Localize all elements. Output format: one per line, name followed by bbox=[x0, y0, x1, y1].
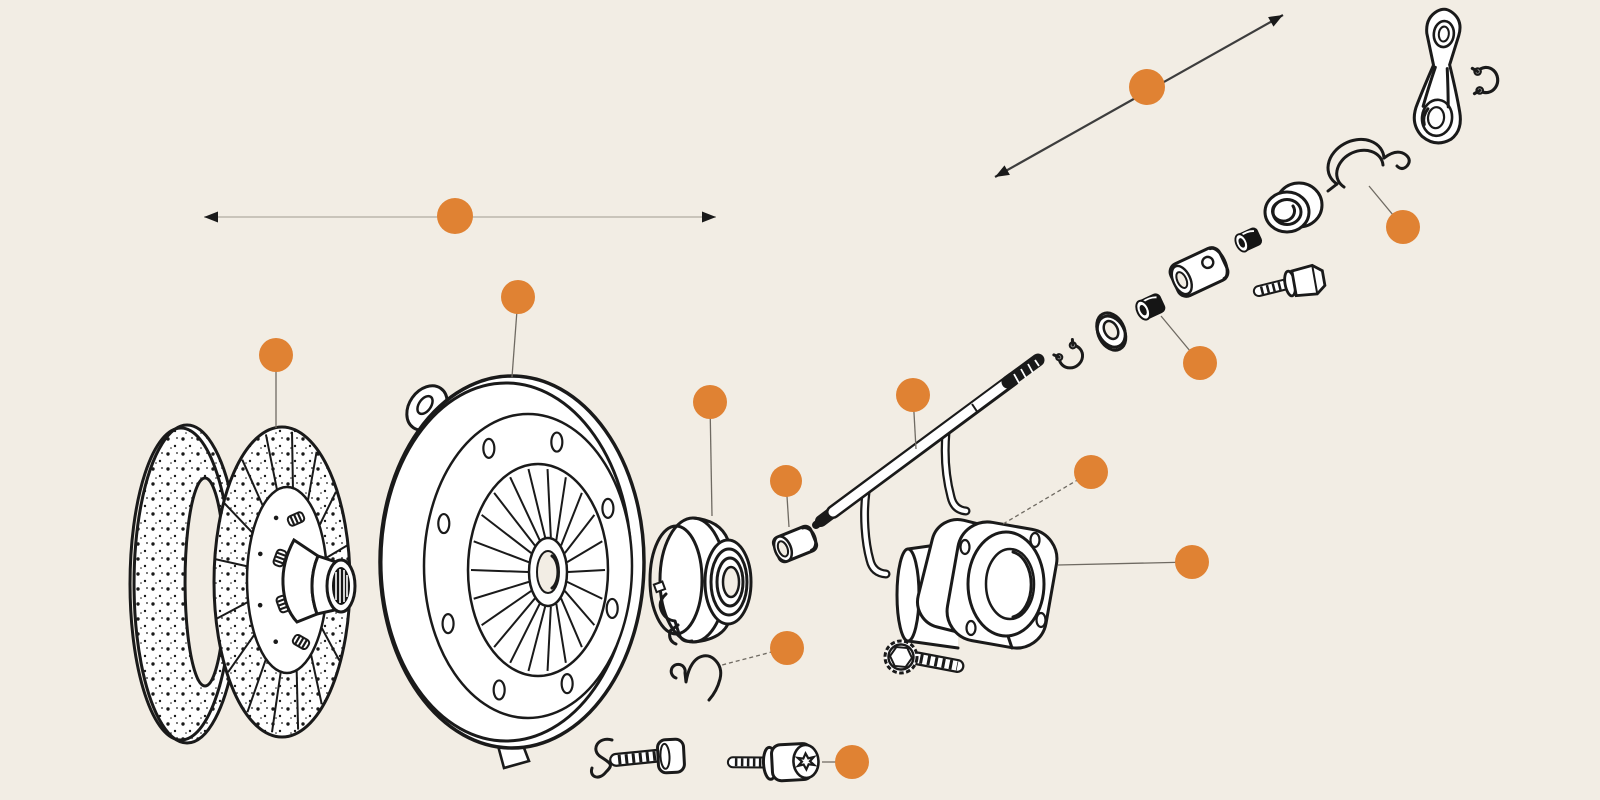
hotspot-shaft-bushing[interactable] bbox=[1183, 346, 1217, 380]
hotspots-layer bbox=[259, 69, 1420, 779]
leader-release-bearing bbox=[709, 401, 713, 517]
hex-bolt bbox=[609, 737, 686, 775]
spacer-sleeve bbox=[1168, 246, 1230, 298]
bearing-retainer bbox=[895, 518, 1059, 650]
hotspot-lever-spring[interactable] bbox=[1386, 210, 1420, 244]
disc-hub bbox=[281, 537, 357, 624]
torx-recess bbox=[794, 750, 818, 772]
s-hook-clip bbox=[589, 737, 614, 779]
arrowhead-icon bbox=[204, 211, 218, 223]
retainer-bolt bbox=[883, 639, 965, 675]
socket-head-bolt bbox=[726, 742, 820, 783]
arrowhead-icon bbox=[702, 211, 716, 223]
snap-ring-b bbox=[1470, 65, 1500, 96]
disc-segment-lines bbox=[215, 431, 349, 733]
shaft-seal bbox=[1263, 181, 1324, 234]
bearing-retaining-clip bbox=[669, 654, 723, 702]
snap-ring-a bbox=[1052, 337, 1085, 370]
line-art-layer bbox=[128, 7, 1500, 783]
hotspot-clutch-disc[interactable] bbox=[259, 338, 293, 372]
cover-bolt-holes bbox=[437, 431, 619, 701]
arrowhead-icon bbox=[995, 165, 1010, 177]
arrowhead-icon bbox=[1268, 15, 1283, 27]
shaft-bushing-a bbox=[1135, 293, 1166, 321]
release-lever bbox=[1412, 7, 1462, 145]
pivot-bolt bbox=[1252, 263, 1327, 298]
hotspot-flywheel-bolt[interactable] bbox=[835, 745, 869, 779]
hotspot-bearing-retainer[interactable] bbox=[1074, 455, 1108, 489]
torsion-spring bbox=[1326, 137, 1411, 193]
pressure-plate bbox=[378, 374, 646, 770]
damper-springs bbox=[272, 511, 311, 651]
hotspot-retainer-flange[interactable] bbox=[1175, 545, 1209, 579]
hotspot-fork-shaft[interactable] bbox=[896, 378, 930, 412]
hotspot-release-bearing[interactable] bbox=[693, 385, 727, 419]
leader-retainer-flange bbox=[1057, 561, 1193, 566]
hotspot-pressure-plate[interactable] bbox=[501, 280, 535, 314]
bearing-clips bbox=[652, 580, 694, 646]
span-arrows-layer bbox=[204, 14, 1284, 223]
shaft-bushing-b bbox=[1234, 227, 1263, 253]
hotspot-pilot-bushing[interactable] bbox=[770, 465, 802, 497]
thrust-washer bbox=[1095, 311, 1128, 352]
hotspot-kit-right[interactable] bbox=[1129, 69, 1165, 105]
release-bearing bbox=[648, 516, 753, 646]
clutch-fork-shaft bbox=[812, 353, 1045, 579]
retainer-bolt-holes bbox=[959, 531, 1047, 637]
hotspot-retaining-clip[interactable] bbox=[770, 631, 804, 665]
leader-bearing-retainer bbox=[1002, 471, 1092, 525]
hotspot-kit-left[interactable] bbox=[437, 198, 473, 234]
pilot-bushing bbox=[771, 524, 819, 564]
diaphragm-fingers bbox=[470, 468, 606, 672]
clutch-disc bbox=[212, 425, 357, 739]
